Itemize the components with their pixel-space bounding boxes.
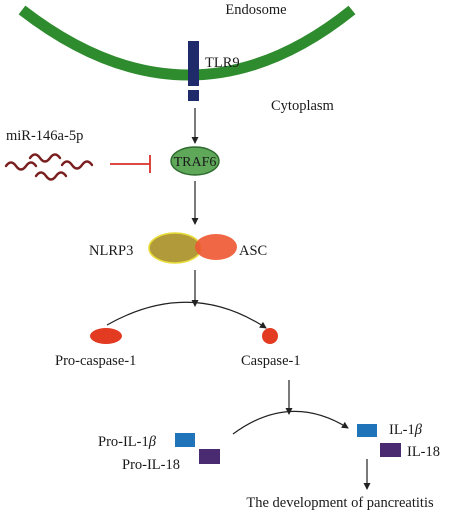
tlr9-receptor-bar [188,41,199,86]
traf6-label: TRAF6 [174,155,217,170]
tlr9-receptor-base [188,90,199,101]
nlrp3-label: NLRP3 [89,243,133,259]
pro-il1b-box [175,433,195,447]
arrow-procaspase-caspase [106,301,267,329]
il18-box [380,443,401,457]
nlrp3-node [148,232,202,264]
endosome-label: Endosome [225,2,286,18]
mirna-wave-icon [4,153,94,181]
arrow-pro-il-mature-il [232,410,349,435]
outcome-label: The development of pancreatitis [246,495,434,511]
asc-node [195,234,237,260]
il1b-label: IL-1β [389,422,423,438]
cytoplasm-label: Cytoplasm [271,98,335,114]
mirna-label: miR-146a-5p [6,128,83,144]
traf6-node [170,146,220,176]
pro-caspase-label: Pro-caspase-1 [55,353,136,369]
caspase-label: Caspase-1 [241,353,301,369]
il18-label: IL-18 [407,444,440,460]
pro-caspase-node [90,328,122,344]
caspase-node [262,328,278,344]
inhibition-bar-icon [110,155,151,173]
pro-il1b-label: Pro-IL-1β [98,434,157,450]
pro-il18-box [199,449,220,464]
endosome-membrane [18,5,356,81]
tlr9-label: TLR9 [205,55,240,71]
il1b-box [357,424,377,437]
pro-il18-label: Pro-IL-18 [122,457,180,473]
asc-label: ASC [239,243,267,259]
